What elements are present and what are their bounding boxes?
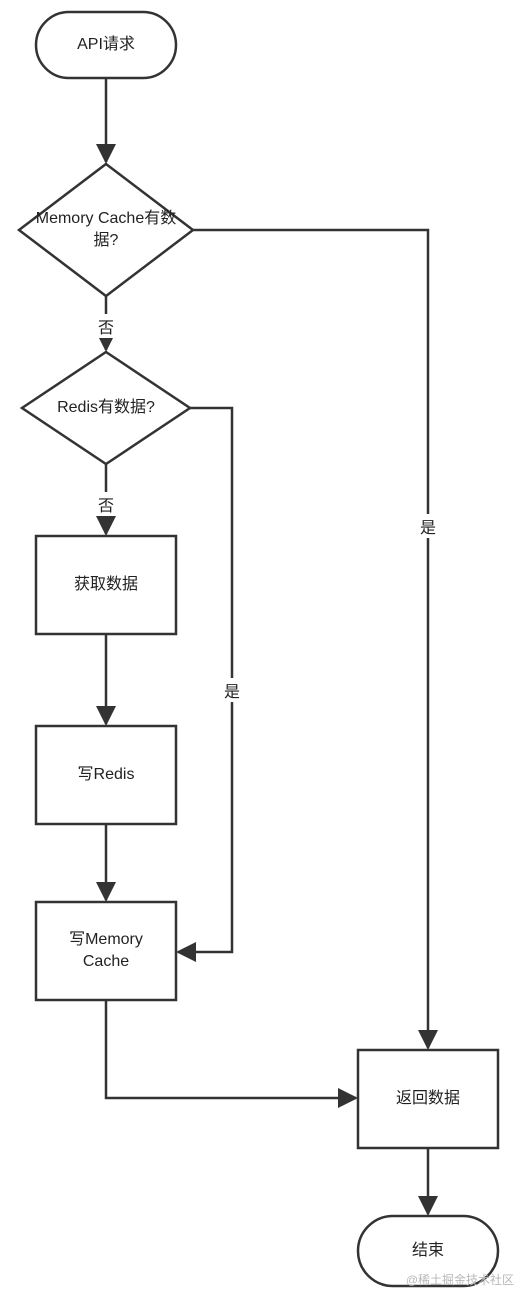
memory-no-label: 否: [96, 314, 117, 338]
write-redis-label: 写Redis: [77, 766, 135, 783]
write-redis-process: [34, 724, 178, 826]
write-memory-label: 写Memory Cache: [69, 931, 143, 970]
start-label: API请求: [77, 36, 135, 53]
fetch-label: 获取数据: [73, 576, 138, 593]
write-memory-process: [34, 900, 178, 1002]
end-label: 结束: [411, 1242, 444, 1259]
edge-memory-yes-to-return: [193, 228, 438, 1050]
redis-no-label: 否: [96, 492, 117, 516]
redis-yes-label: 是: [222, 678, 243, 702]
memory-check-label: Memory Cache有数据?: [35, 210, 177, 249]
edge-write-memory-to-return: [104, 1000, 358, 1108]
memory-yes-label: 是: [418, 514, 439, 538]
return-label: 返回数据: [395, 1090, 460, 1107]
end-terminal: [356, 1214, 500, 1288]
return-process: [356, 1048, 500, 1150]
watermark: @稀土掘金技术社区: [405, 1273, 514, 1287]
redis-check-label: Redis有数据?: [57, 399, 155, 416]
